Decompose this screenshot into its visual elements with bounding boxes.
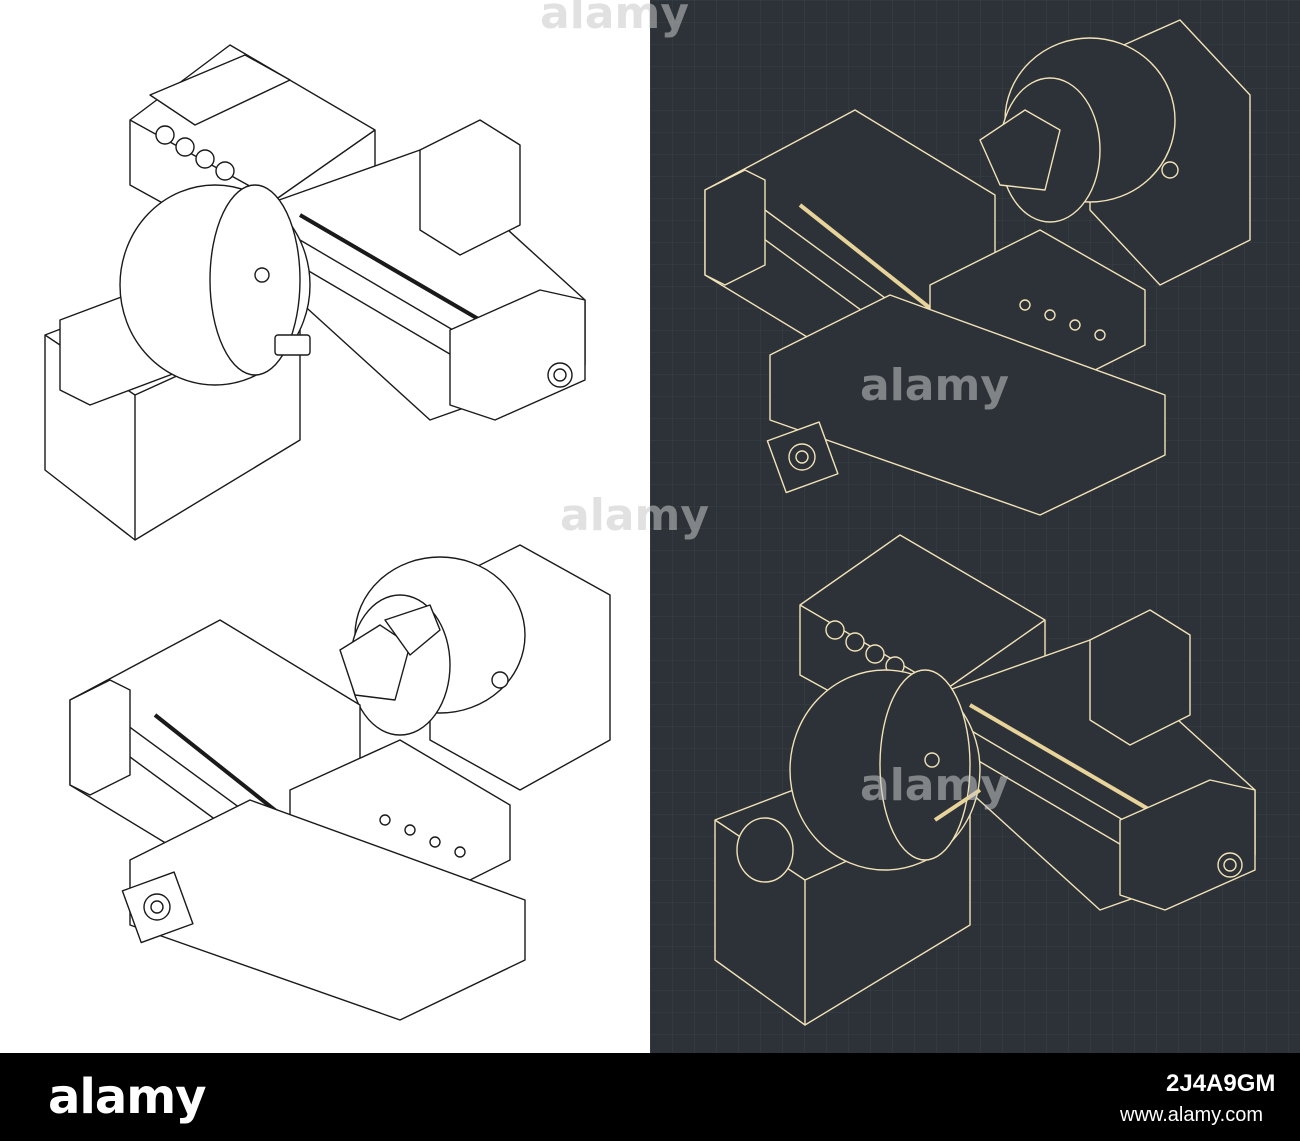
alamy-logo[interactable]: alamy	[48, 1069, 207, 1125]
lathe-drawing-top-right	[704, 19, 1251, 516]
image-id: 2J4A9GM	[1166, 1070, 1276, 1097]
watermark-band: alamy	[0, 1053, 1300, 1141]
dark-panel	[650, 0, 1300, 1053]
site-url[interactable]: www.alamy.com	[1120, 1104, 1263, 1126]
light-panel	[0, 0, 650, 1053]
lathe-drawing-bottom-right	[714, 534, 1256, 1026]
lathe-drawing-bottom-left	[69, 544, 611, 1021]
lathe-drawing-top-left	[44, 44, 586, 541]
